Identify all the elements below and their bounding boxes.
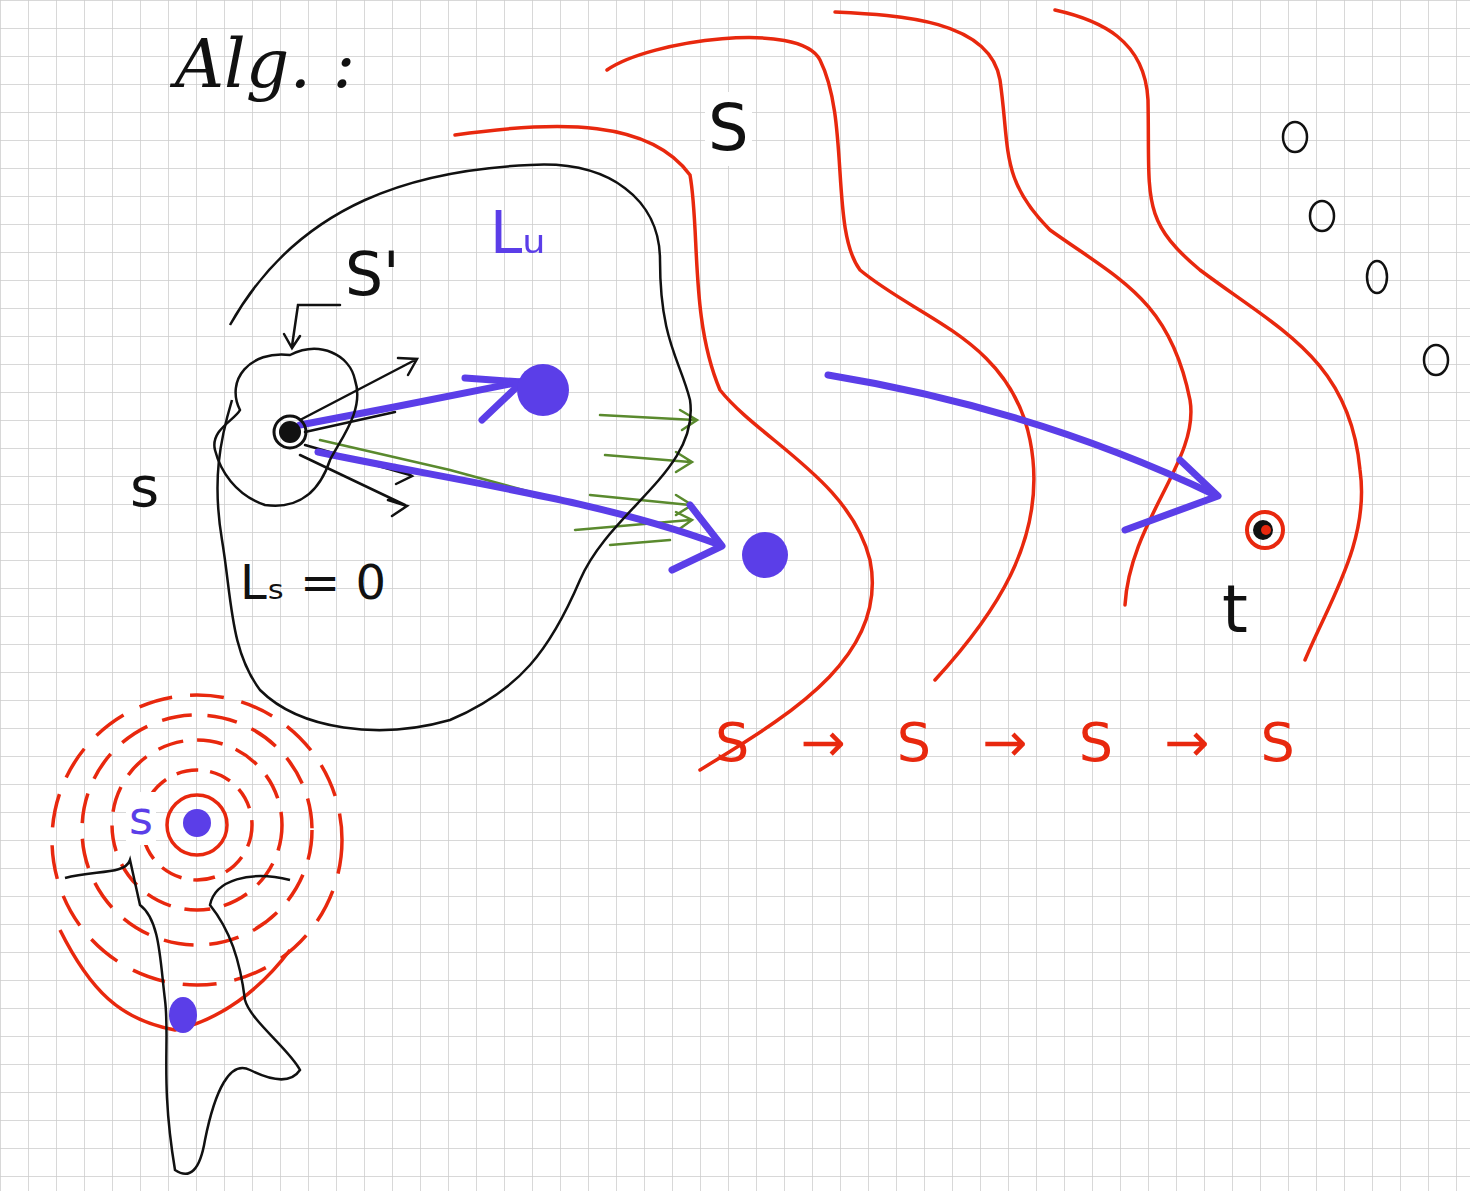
region-label: Lᵤ bbox=[490, 200, 546, 267]
source-label: s bbox=[126, 792, 156, 845]
wave-ring bbox=[52, 695, 342, 985]
red-level-curves bbox=[455, 10, 1362, 770]
sink-dot bbox=[1253, 520, 1273, 540]
black-edge-arrows bbox=[284, 305, 417, 516]
grown-set-region: S' bbox=[210, 335, 408, 515]
vertex-dot bbox=[742, 532, 788, 578]
path-arrow bbox=[318, 452, 720, 545]
wave-ring bbox=[82, 715, 312, 945]
level-curve bbox=[455, 126, 872, 770]
set-label: S' bbox=[345, 240, 400, 309]
green-flow-arrows bbox=[320, 410, 697, 545]
sink-label: t bbox=[1222, 572, 1248, 648]
ellipsis-dot bbox=[1283, 122, 1307, 152]
figure-outline bbox=[65, 860, 300, 1174]
blob-outline bbox=[205, 155, 705, 745]
vertex-dot bbox=[169, 997, 197, 1033]
ellipsis-dot bbox=[1424, 345, 1448, 375]
ellipsis-marks bbox=[1283, 122, 1448, 375]
vertex-dot bbox=[517, 364, 569, 416]
blob-outline bbox=[217, 165, 690, 730]
set-label: S bbox=[705, 92, 752, 166]
ellipsis-dot bbox=[1367, 261, 1387, 293]
level-curve bbox=[607, 38, 1034, 680]
red-wave-rings bbox=[52, 695, 342, 1030]
source-ring bbox=[274, 416, 306, 448]
wave-ring bbox=[167, 795, 227, 855]
arrow-head bbox=[1125, 460, 1218, 530]
sink-ring bbox=[1247, 512, 1283, 548]
arrow-head bbox=[465, 378, 522, 420]
pointer-arrow bbox=[284, 305, 340, 348]
flow-arrow bbox=[610, 540, 670, 545]
wave-ring bbox=[142, 770, 252, 880]
source-label: s bbox=[130, 455, 159, 519]
set-sequence: S → S → S → S bbox=[715, 712, 1295, 774]
arrow-head bbox=[672, 505, 722, 570]
level-curve bbox=[835, 12, 1191, 605]
flow-arrow bbox=[605, 452, 692, 472]
sketch-title: Alg. : bbox=[175, 25, 356, 103]
source-dot bbox=[279, 421, 301, 443]
vertex-dot bbox=[183, 809, 211, 837]
flow-arrow bbox=[600, 410, 697, 430]
distance-label: Lₛ = 0 bbox=[240, 555, 386, 610]
blob-outline bbox=[210, 335, 375, 515]
reachable-region: Lᵤ Lₛ = 0 S' bbox=[205, 155, 705, 745]
level-curve bbox=[1055, 10, 1362, 660]
path-arrow bbox=[828, 375, 1215, 495]
wave-ring bbox=[112, 740, 282, 910]
ellipsis-dot bbox=[1310, 201, 1334, 231]
sink-core bbox=[1261, 525, 1271, 535]
blob-outline bbox=[214, 349, 357, 506]
